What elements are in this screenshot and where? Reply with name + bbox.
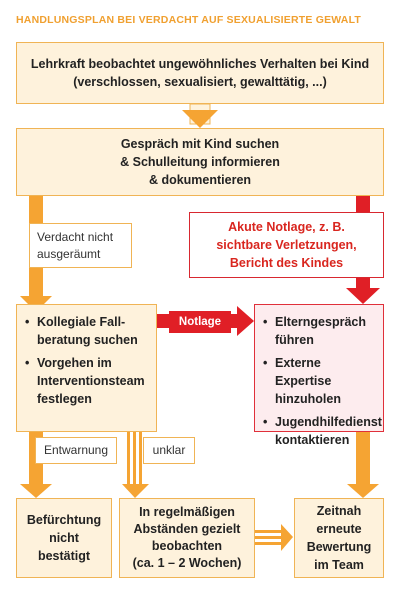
parents-item-2: Externe Expertise hinzuholen <box>263 354 377 408</box>
page-title: HANDLUNGSPLAN BEI VERDACHT AUF SEXUALISI… <box>16 14 362 26</box>
not-confirmed-text: Befürchtung nicht bestätigt <box>26 513 102 563</box>
parents-item-1: Elterngespräch führen <box>263 313 377 349</box>
box-reassess: Zeitnah erneute Bewertung im Team <box>294 498 384 578</box>
collegial-item-1: Kollegiale Fall- beratung suchen <box>25 313 150 349</box>
box-observe-regular: In regelmäßigen Abständen gezielt beobac… <box>119 498 255 578</box>
box-not-confirmed: Befürchtung nicht bestätigt <box>16 498 112 578</box>
label-notlage: Notlage <box>169 311 231 333</box>
parents-list: Elterngespräch führen Externe Expertise … <box>263 313 382 449</box>
box-talk: Gespräch mit Kind suchen & Schulleitung … <box>16 128 384 196</box>
arrow-unclear <box>122 432 149 498</box>
observation-text: Lehrkraft beobachtet ungewöhnliches Verh… <box>30 57 370 89</box>
parents-item-3: Jugendhilfedienst kontaktieren <box>263 413 382 449</box>
reassess-text: Zeitnah erneute Bewertung im Team <box>306 504 372 572</box>
talk-text: Gespräch mit Kind suchen & Schulleitung … <box>120 137 280 187</box>
box-collegial: Kollegiale Fall- beratung suchen Vorgehe… <box>16 304 157 432</box>
box-emergency: Akute Notlage, z. B. sichtbare Verletzun… <box>189 212 384 278</box>
box-observation: Lehrkraft beobachtet ungewöhnliches Verh… <box>16 42 384 104</box>
emergency-text: Akute Notlage, z. B. sichtbare Verletzun… <box>216 220 357 270</box>
arrow-observe-to-reassess <box>255 524 293 551</box>
box-parents: Elterngespräch führen Externe Expertise … <box>254 304 384 447</box>
label-unclear: unklar <box>143 437 195 464</box>
collegial-list: Kollegiale Fall- beratung suchen Vorgehe… <box>25 313 150 408</box>
collegial-item-2: Vorgehen im Interventionsteam festlegen <box>25 354 150 408</box>
observe-regular-text: In regelmäßigen Abständen gezielt beobac… <box>132 505 242 570</box>
label-not-cleared: Verdacht nicht ausgeräumt <box>29 223 132 268</box>
label-all-clear: Entwarnung <box>35 437 117 464</box>
